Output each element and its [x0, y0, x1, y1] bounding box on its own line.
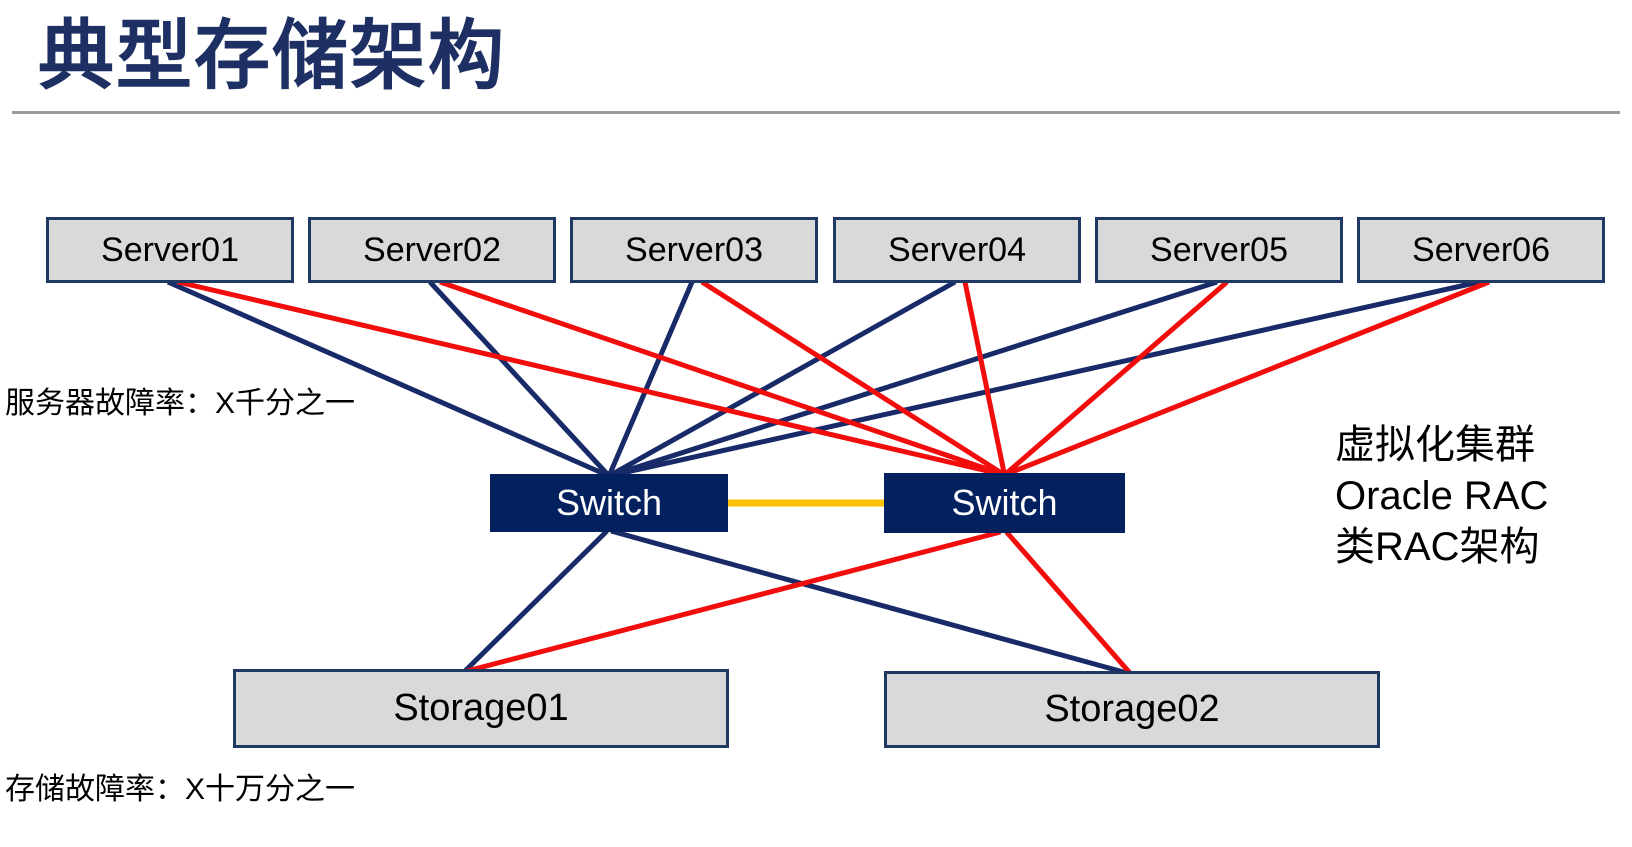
server03-label: Server03	[625, 230, 763, 269]
server06-node: Server06	[1357, 217, 1605, 283]
switch-left-node: Switch	[490, 474, 728, 532]
server06-label: Server06	[1412, 230, 1550, 269]
switch-right-node: Switch	[884, 473, 1125, 533]
title-divider	[12, 111, 1620, 114]
server02-label: Server02	[363, 230, 501, 269]
slide-title: 典型存储架构	[38, 14, 506, 99]
connection-red-line	[466, 529, 1002, 674]
storage01-node: Storage01	[233, 669, 729, 748]
connection-red-line	[1004, 530, 1132, 675]
connection-blue-line	[610, 528, 1128, 676]
server02-node: Server02	[308, 217, 556, 283]
connection-blue-line	[608, 279, 1218, 479]
server04-node: Server04	[833, 217, 1081, 283]
connection-red-line	[962, 281, 1007, 476]
connection-blue-line	[606, 281, 695, 477]
cluster-note-line-1: 虚拟化集群	[1335, 423, 1535, 467]
switch-left-label: Switch	[555, 482, 663, 523]
server-fault-rate-note: 服务器故障率：X千分之一	[5, 387, 356, 420]
storage02-node: Storage02	[884, 671, 1380, 748]
cluster-note-line-3: 类RAC架构	[1335, 525, 1540, 570]
server01-node: Server01	[46, 217, 294, 283]
connection-red-line	[439, 279, 1006, 478]
cluster-note-line-2: Oracle RAC	[1335, 474, 1549, 519]
server05-label: Server05	[1150, 230, 1288, 269]
connection-red-line	[700, 279, 1006, 478]
connection-blue-line	[463, 529, 609, 673]
server04-label: Server04	[888, 230, 1026, 269]
storage01-label: Storage01	[393, 687, 569, 729]
switch-right-label: Switch	[951, 482, 1058, 523]
connection-blue-line	[428, 280, 611, 478]
storage-fault-rate-note: 存储故障率：X十万分之一	[5, 773, 356, 806]
server03-node: Server03	[570, 217, 818, 283]
server05-node: Server05	[1095, 217, 1343, 283]
cluster-note: 虚拟化集群 Oracle RAC 类RAC架构	[1335, 420, 1548, 574]
connection-blue-line	[607, 279, 957, 479]
server01-label: Server01	[101, 230, 239, 269]
connection-red-line	[1002, 280, 1229, 477]
storage02-label: Storage02	[1044, 688, 1220, 730]
